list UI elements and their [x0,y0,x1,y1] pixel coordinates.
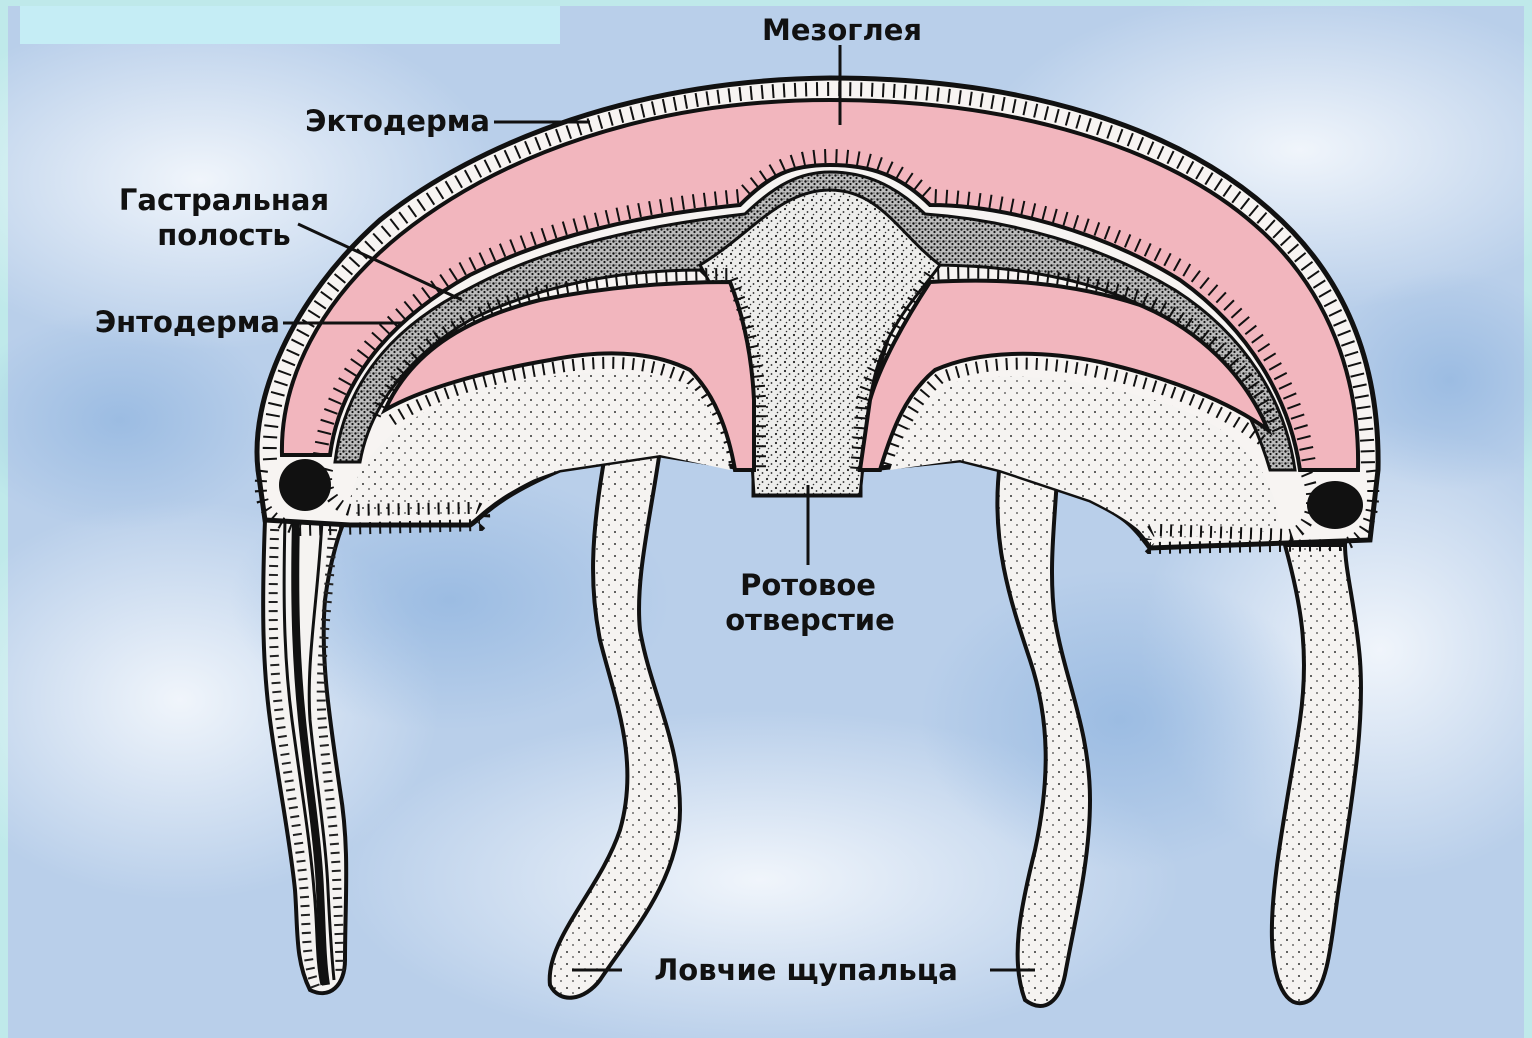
label-gastral-cavity-line1: Гастральная [119,183,329,217]
label-ectoderm: Эктодерма [305,104,490,138]
label-mouth-line1: Ротовое [740,568,876,602]
label-endoderm: Энтодерма [95,305,280,339]
margin-canal-right [1307,481,1363,529]
margin-canal-left [279,459,331,511]
label-mesoglea: Мезоглея [762,13,922,47]
label-tentacles: Ловчие щупальца [654,953,958,987]
label-mouth-line2: отверстие [725,603,895,637]
label-gastral-cavity-line2: полость [157,218,290,252]
top-banner [20,6,560,44]
